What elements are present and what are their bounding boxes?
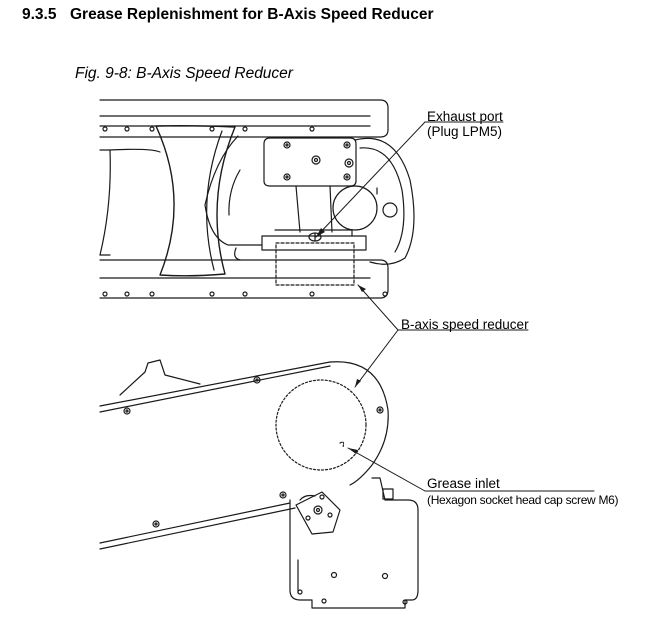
plug-label: (Plug LPM5): [427, 124, 503, 139]
top-view-drawing: [99, 99, 415, 299]
leader-lines: [315, 121, 426, 492]
figure-caption: Fig. 9-8: B-Axis Speed Reducer: [75, 65, 293, 82]
side-view-drawing: [99, 359, 419, 609]
speed-reducer-label: B-axis speed reducer: [401, 317, 529, 332]
exhaust-port-label: Exhaust port: [427, 109, 503, 124]
section-heading: 9.3.5 Grease Replenishment for B-Axis Spe…: [22, 6, 434, 24]
section-number: 9.3.5: [22, 6, 57, 23]
label-underlines: [397, 121, 595, 492]
section-title: Grease Replenishment for B-Axis Speed Re…: [70, 6, 434, 23]
grease-inlet-label: Grease inlet: [427, 476, 500, 491]
leader-arrowheads: [316, 228, 366, 454]
screw-label: (Hexagon socket head cap screw M6): [427, 493, 619, 507]
